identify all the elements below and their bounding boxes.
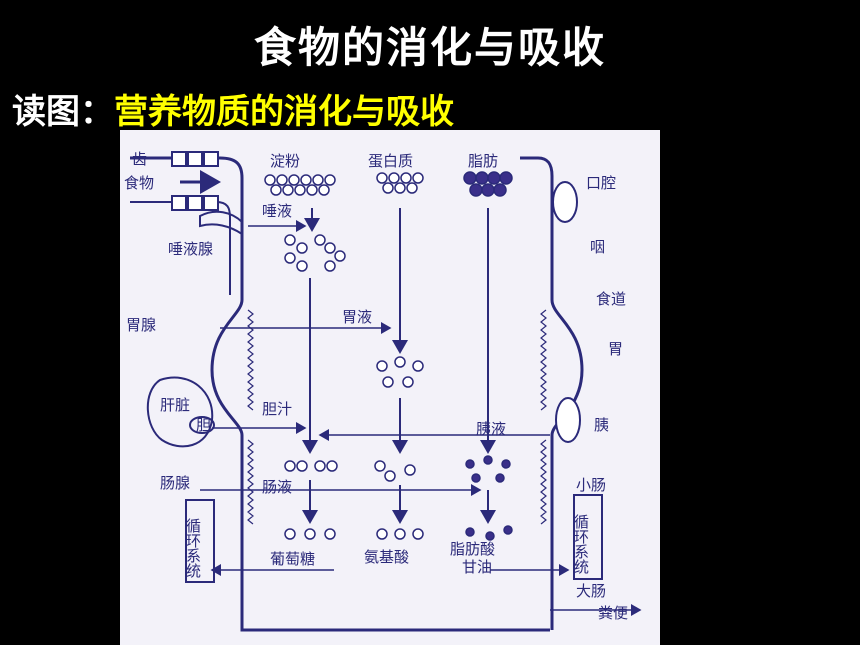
label-fat: 脂肪: [468, 152, 498, 170]
juice-arrows: [200, 220, 642, 616]
salivary-gland-icon: [199, 210, 243, 236]
label-pharynx: 咽: [590, 238, 605, 256]
label-gallbladder: 胆: [196, 416, 211, 434]
mucosa-folds: [247, 309, 547, 525]
label-gastric-gland: 胃腺: [126, 316, 156, 334]
label-amino-acid: 氨基酸: [364, 548, 409, 566]
label-circulation-left: 循环系统: [184, 518, 202, 579]
fat-particles: [463, 171, 513, 541]
label-small-intestine: 小肠: [576, 476, 606, 494]
protein-particles: [374, 172, 424, 540]
circulation-right-box: [573, 494, 603, 580]
slide-title: 食物的消化与吸收: [253, 23, 606, 72]
label-stomach: 胃: [608, 340, 623, 358]
subtitle-topic: 营养物质的消化与吸收: [114, 92, 454, 132]
label-circulation-right: 循环系统: [572, 514, 590, 575]
subtitle: 读图：营养物质的消化与吸收: [12, 84, 454, 133]
label-feces: 粪便: [598, 604, 628, 622]
label-bile: 胆汁: [262, 400, 292, 418]
label-fatty-acid: 脂肪酸: [450, 540, 495, 558]
label-salivary-gland: 唾液腺: [168, 240, 213, 258]
label-food: 食物: [124, 174, 154, 192]
label-pancreatic-juice: 胰液: [476, 420, 506, 438]
label-starch: 淀粉: [270, 152, 300, 170]
label-esophagus: 食道: [596, 290, 626, 308]
gallbladder-icon: [189, 416, 215, 434]
liver-icon: [146, 376, 214, 448]
label-pancreas: 胰: [594, 416, 609, 434]
digestion-diagram-svg: 齿 食物 淀粉 蛋白质 脂肪 唾液 唾液腺 胃液 胃腺 肝脏 胆 胆汁 胰液 肠…: [124, 150, 642, 632]
circulation-left-box: [185, 499, 215, 583]
label-mouth: 口腔: [586, 174, 616, 192]
starch-particles: [264, 174, 346, 540]
teeth-icon: [171, 151, 219, 211]
label-intestinal-gland: 肠腺: [160, 474, 190, 492]
mouth-gland-icon: [552, 181, 578, 223]
label-protein: 蛋白质: [368, 152, 413, 170]
label-glucose: 葡萄糖: [270, 550, 315, 568]
label-saliva: 唾液: [262, 202, 292, 220]
subtitle-prefix: 读图：: [12, 92, 114, 132]
label-glycerol: 甘油: [462, 558, 492, 576]
label-teeth: 齿: [132, 150, 147, 168]
pancreas-icon: [555, 397, 581, 443]
label-liver: 肝脏: [160, 396, 190, 414]
tract-left-outer-wall: [130, 156, 550, 632]
label-large-intestine: 大肠: [576, 582, 606, 600]
digestion-diagram: 齿 食物 淀粉 蛋白质 脂肪 唾液 唾液腺 胃液 胃腺 肝脏 胆 胆汁 胰液 肠…: [120, 130, 660, 645]
label-intestinal-juice: 肠液: [262, 478, 292, 496]
process-arrows: [302, 208, 496, 524]
label-gastric-juice: 胃液: [342, 308, 372, 326]
